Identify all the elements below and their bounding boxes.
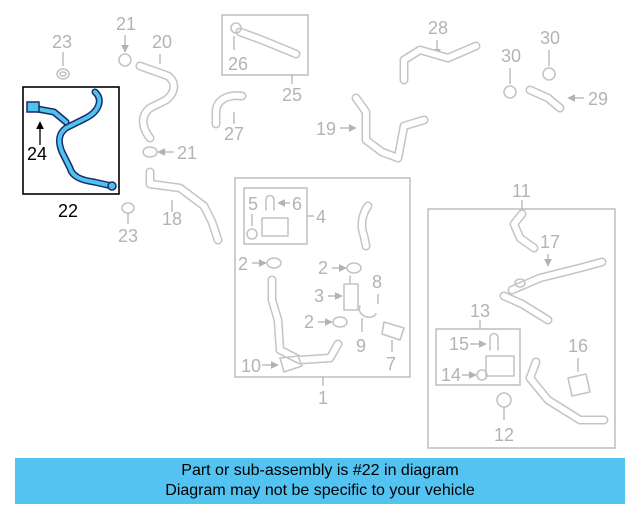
callout-9: 9 xyxy=(356,336,366,356)
callout-28: 28 xyxy=(428,18,448,38)
callout-25: 25 xyxy=(282,85,302,105)
callout-14: 14 xyxy=(441,365,461,385)
callout-16: 16 xyxy=(568,336,588,356)
callout-17: 17 xyxy=(540,232,560,252)
banner-line-2: Diagram may not be specific to your vehi… xyxy=(165,482,475,499)
callout-12: 12 xyxy=(494,425,514,445)
callout-19: 19 xyxy=(316,119,336,139)
callout-30-left: 30 xyxy=(501,46,521,66)
part-22-hose[interactable] xyxy=(26,88,117,191)
part-22-box[interactable] xyxy=(22,86,120,195)
banner-line-1: Part or sub-assembly is #22 in diagram xyxy=(181,462,459,479)
callout-18: 18 xyxy=(162,209,182,229)
callout-15: 15 xyxy=(449,334,469,354)
callout-20: 20 xyxy=(152,32,172,52)
callout-26: 26 xyxy=(228,54,248,74)
callout-2-b: 2 xyxy=(318,258,328,278)
callout-29: 29 xyxy=(588,89,608,109)
callout-11: 11 xyxy=(512,181,531,201)
callout-2-a: 2 xyxy=(238,254,248,274)
callout-23-lower: 23 xyxy=(118,226,138,246)
callout-23-top: 23 xyxy=(52,32,72,52)
callout-27: 27 xyxy=(224,124,244,144)
callout-30-right: 30 xyxy=(540,28,560,48)
callout-3: 3 xyxy=(314,286,324,306)
callout-13: 13 xyxy=(470,301,490,321)
part-25-box[interactable] xyxy=(221,14,309,76)
callout-22: 22 xyxy=(58,201,78,221)
callout-24: 24 xyxy=(27,144,47,164)
callout-2-c: 2 xyxy=(304,312,314,332)
part-13-box[interactable] xyxy=(435,328,521,386)
callout-1: 1 xyxy=(318,388,328,408)
callout-21-top: 21 xyxy=(116,14,136,34)
callout-4: 4 xyxy=(316,207,326,227)
callout-8: 8 xyxy=(372,272,382,292)
callout-5: 5 xyxy=(248,194,258,214)
callout-10: 10 xyxy=(241,356,261,376)
callout-21-lower: 21 xyxy=(177,143,197,163)
callout-6: 6 xyxy=(292,194,302,214)
callout-7: 7 xyxy=(386,354,396,374)
info-banner: Part or sub-assembly is #22 in diagram D… xyxy=(15,458,625,504)
